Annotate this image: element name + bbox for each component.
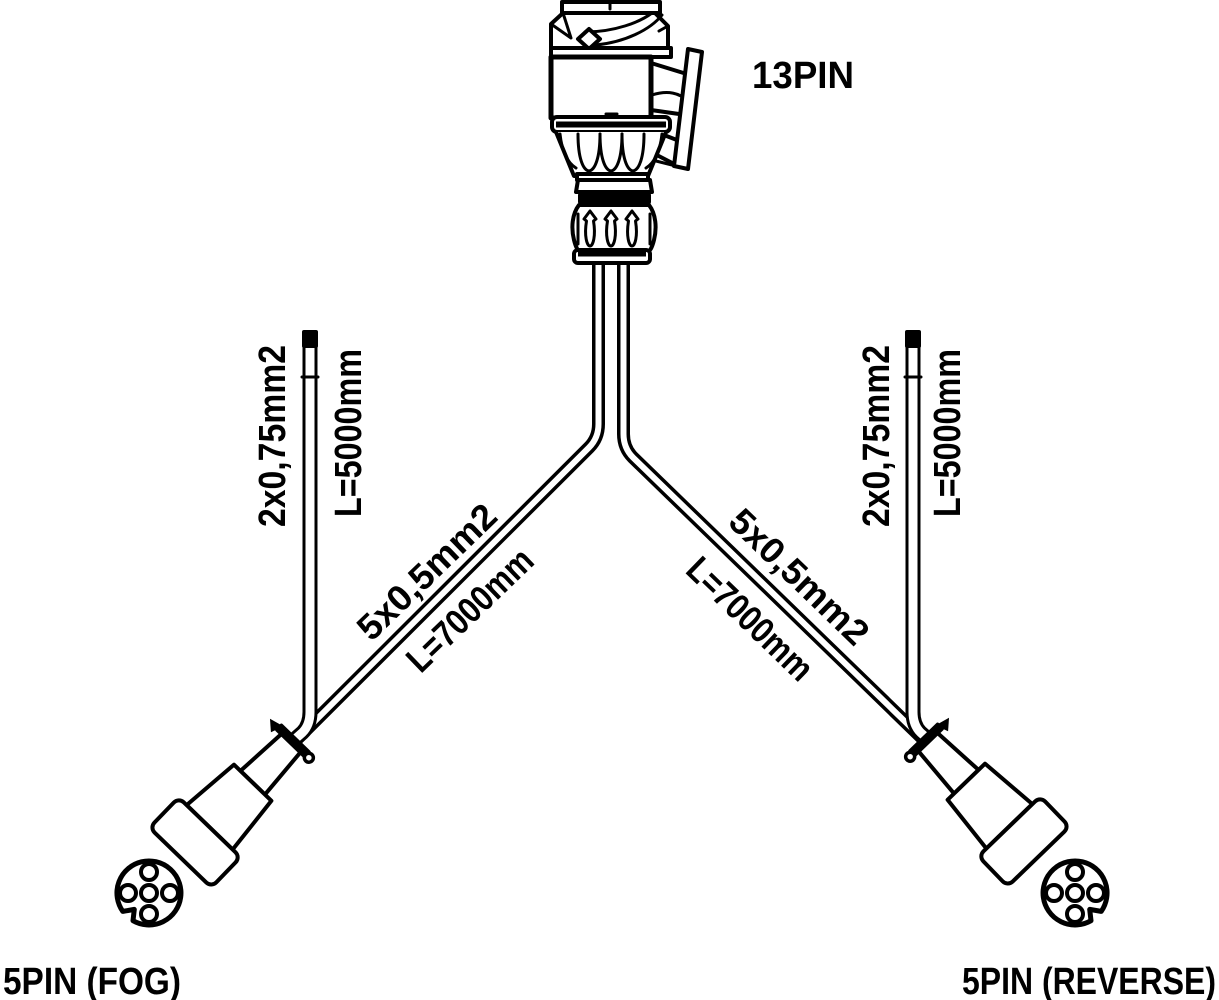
13pin-connector-drawing	[548, 0, 704, 265]
main-cables	[290, 255, 929, 746]
bayonet-plate	[672, 47, 704, 171]
left-tail-spec-label: 2x0,75mm2	[252, 345, 294, 527]
reverse-pin-face	[1043, 861, 1107, 925]
right-tail-length-label: L=5000mm	[927, 349, 969, 517]
right-tail-spec-label: 2x0,75mm2	[856, 345, 898, 527]
top-connector-label: 13PIN	[752, 55, 854, 97]
fog-connector-label: 5PIN (FOG)	[3, 961, 181, 1000]
left-tail-tip	[302, 330, 318, 348]
fog-pin-face	[117, 861, 181, 925]
tail-cables	[289, 330, 934, 746]
left-tail-length-label: L=5000mm	[328, 349, 370, 517]
right-tail-tip	[905, 330, 921, 348]
reverse-connector-label: 5PIN (REVERSE)	[962, 961, 1216, 1000]
